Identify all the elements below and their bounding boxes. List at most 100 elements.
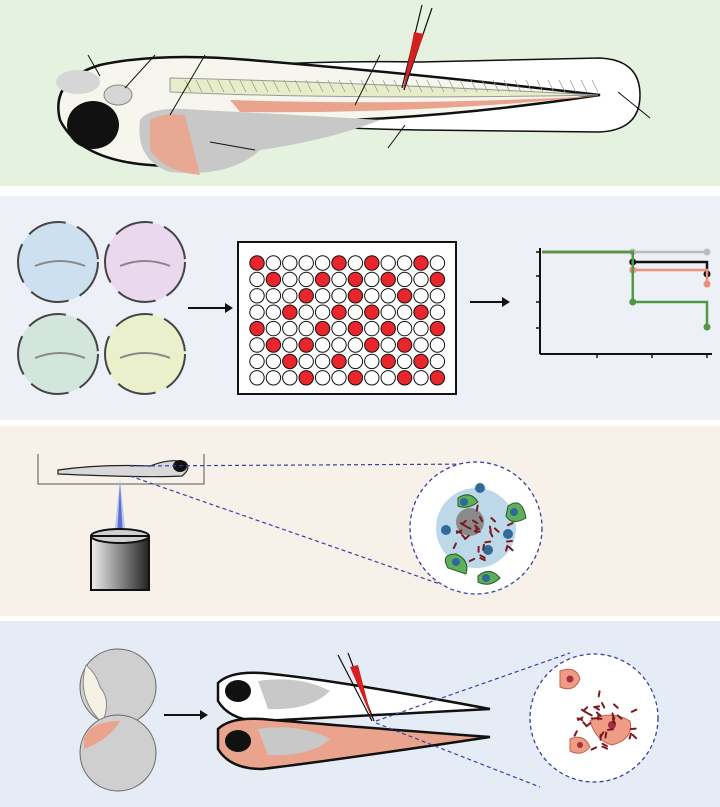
survival-point <box>703 280 711 288</box>
plate-well <box>396 304 413 320</box>
plate-well <box>396 353 413 370</box>
plate-well <box>331 304 347 320</box>
yolk-sac <box>139 108 380 174</box>
petri-dish-pink <box>104 221 186 303</box>
panel-anatomy <box>0 0 720 186</box>
plate-well <box>331 255 347 271</box>
plate-well <box>265 337 282 353</box>
plate-well <box>249 370 265 386</box>
plate-well <box>331 353 347 370</box>
plate-well <box>331 370 347 386</box>
plate-well <box>282 370 298 386</box>
plate-well <box>347 255 364 271</box>
arrow-right-icon <box>470 297 510 307</box>
plate-well <box>331 288 347 304</box>
plate-well <box>364 288 380 304</box>
survival-point <box>703 248 711 256</box>
plate-well <box>282 304 298 320</box>
petri-dish-blue <box>17 221 99 303</box>
plate-well <box>265 304 282 320</box>
plate-well <box>347 370 364 386</box>
plate-well <box>314 288 331 304</box>
plate-well <box>380 353 396 370</box>
survival-curve <box>542 250 709 284</box>
larva-side-view <box>57 460 189 478</box>
plate-well <box>429 271 446 288</box>
plate-well <box>380 337 396 353</box>
plate-well <box>249 337 265 353</box>
plate-well <box>265 288 282 304</box>
plate-well <box>380 370 396 386</box>
plate-well <box>298 320 314 337</box>
plate-well <box>413 337 429 353</box>
plate-well <box>413 271 429 288</box>
larva-top-view-wildtype <box>216 671 491 723</box>
larva-top-view-transplanted <box>216 717 491 771</box>
eye <box>67 101 119 149</box>
survival-point <box>703 323 711 331</box>
plate-wells <box>249 255 446 386</box>
plate-well <box>282 271 298 288</box>
zoom-inset-infection <box>409 461 543 595</box>
plate-well <box>331 337 347 353</box>
plate-well <box>396 370 413 386</box>
plate-well <box>380 288 396 304</box>
plate-well <box>380 320 396 337</box>
plate-well <box>364 304 380 320</box>
plate-well <box>380 271 396 288</box>
plate-well <box>249 304 265 320</box>
xenograft-diagram <box>79 648 659 792</box>
plate-well <box>298 288 314 304</box>
plate-well <box>314 304 331 320</box>
plate-well <box>249 320 265 337</box>
plate-well <box>413 353 429 370</box>
plate-well <box>380 255 396 271</box>
plate-well <box>314 255 331 271</box>
microscope-objective-icon <box>90 528 150 591</box>
plate-well <box>396 271 413 288</box>
plate-well <box>282 337 298 353</box>
imaging-diagram <box>37 454 543 595</box>
plate-well <box>314 320 331 337</box>
plate-well <box>347 304 364 320</box>
plate-well <box>396 320 413 337</box>
plate-well <box>282 320 298 337</box>
zoom-inset-xenograft <box>529 653 659 783</box>
plate-well <box>265 320 282 337</box>
label-pointer-lines <box>87 54 651 151</box>
plate-well <box>413 370 429 386</box>
plate-well <box>282 288 298 304</box>
larva-anatomy-diagram <box>56 4 651 175</box>
plate-well <box>314 353 331 370</box>
plate-well <box>429 353 446 370</box>
plate-well <box>314 337 331 353</box>
plate-well <box>249 255 265 271</box>
plate-well <box>413 255 429 271</box>
plate-well <box>429 288 446 304</box>
plate-well <box>380 304 396 320</box>
plate-well <box>265 370 282 386</box>
plate-well <box>347 353 364 370</box>
injection-needle-icon <box>337 652 375 722</box>
plate-well <box>282 255 298 271</box>
plate-well <box>429 255 446 271</box>
injection-needle-icon <box>401 4 433 91</box>
plate-well <box>347 320 364 337</box>
plate-well <box>364 271 380 288</box>
drug-screen-diagram <box>17 221 712 395</box>
petri-dish-yellow <box>104 313 186 395</box>
otic-vesicle <box>103 84 133 106</box>
plate-well <box>364 370 380 386</box>
plate-well <box>298 370 314 386</box>
plate-well <box>429 320 446 337</box>
plate-well <box>249 353 265 370</box>
plate-well <box>347 337 364 353</box>
plate-well <box>249 288 265 304</box>
plate-well <box>364 337 380 353</box>
panel-xenograft <box>0 621 720 807</box>
petri-dish-teal <box>17 313 99 395</box>
plate-well <box>249 271 265 288</box>
plate-well <box>298 255 314 271</box>
plate-well <box>265 255 282 271</box>
plate-well <box>396 288 413 304</box>
